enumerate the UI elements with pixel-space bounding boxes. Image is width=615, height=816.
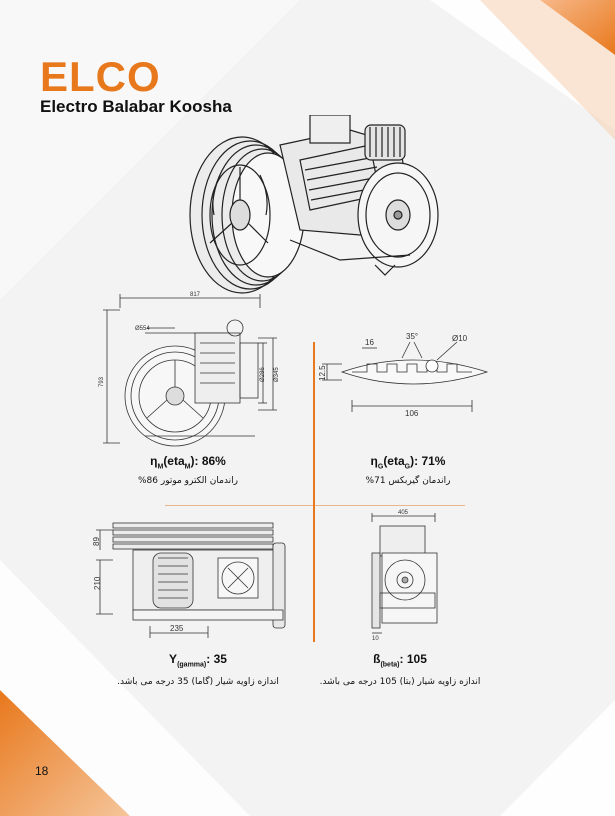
center-divider-horizontal: [165, 505, 465, 506]
page-number: 18: [35, 764, 49, 778]
dim-dia-345: Ø345: [274, 367, 280, 382]
dim-89: 89: [92, 537, 101, 546]
dim-106: 106: [405, 409, 419, 418]
center-divider-vertical: [313, 342, 315, 642]
gamma-label: Υ(gamma): 35: [169, 652, 227, 669]
traction-machine-3d-illustration: [189, 115, 439, 294]
dim-35deg: 35°: [406, 332, 418, 341]
dim-dia-10: Ø10: [452, 334, 468, 343]
front-view-drawing: 817 Ø554 793 Ø286 Ø345: [99, 292, 280, 447]
dim-210: 210: [93, 576, 102, 590]
dim-12-5: 12.5: [318, 365, 327, 381]
dim-10: 10: [372, 636, 379, 640]
dim-235: 235: [170, 624, 184, 633]
dim-dia-286: Ø286: [260, 367, 266, 382]
motor-efficiency-label: ηM(etaM): 86%: [150, 454, 226, 471]
dim-817: 817: [190, 292, 201, 298]
dim-405: 405: [398, 510, 409, 516]
motor-efficiency-fa: راندمان الکترو موتور 86%: [137, 476, 239, 486]
beta-label: ß(beta): 105: [373, 652, 427, 669]
front-narrow-drawing: 405 10: [371, 510, 438, 640]
dim-dia-554: Ø554: [135, 326, 150, 332]
beta-fa: اندازه زاویه شیار (بتا) 105 درجه می باشد…: [319, 677, 481, 687]
gearbox-efficiency-label: ηG(etaG): 71%: [370, 454, 446, 471]
groove-profile-drawing: 16 35° Ø10 12.5 106: [318, 332, 489, 418]
side-view-drawing: 89 210 235: [92, 522, 286, 638]
elco-logo: ELCO: [40, 53, 161, 100]
company-name: Electro Balabar Koosha: [40, 97, 232, 116]
dim-793: 793: [99, 376, 105, 387]
dim-16: 16: [365, 338, 374, 347]
gearbox-efficiency-fa: راندمان گیربکس 71%: [365, 476, 451, 486]
gamma-fa: اندازه زاویه شیار (گاما) 35 درجه می باشد…: [117, 677, 279, 687]
